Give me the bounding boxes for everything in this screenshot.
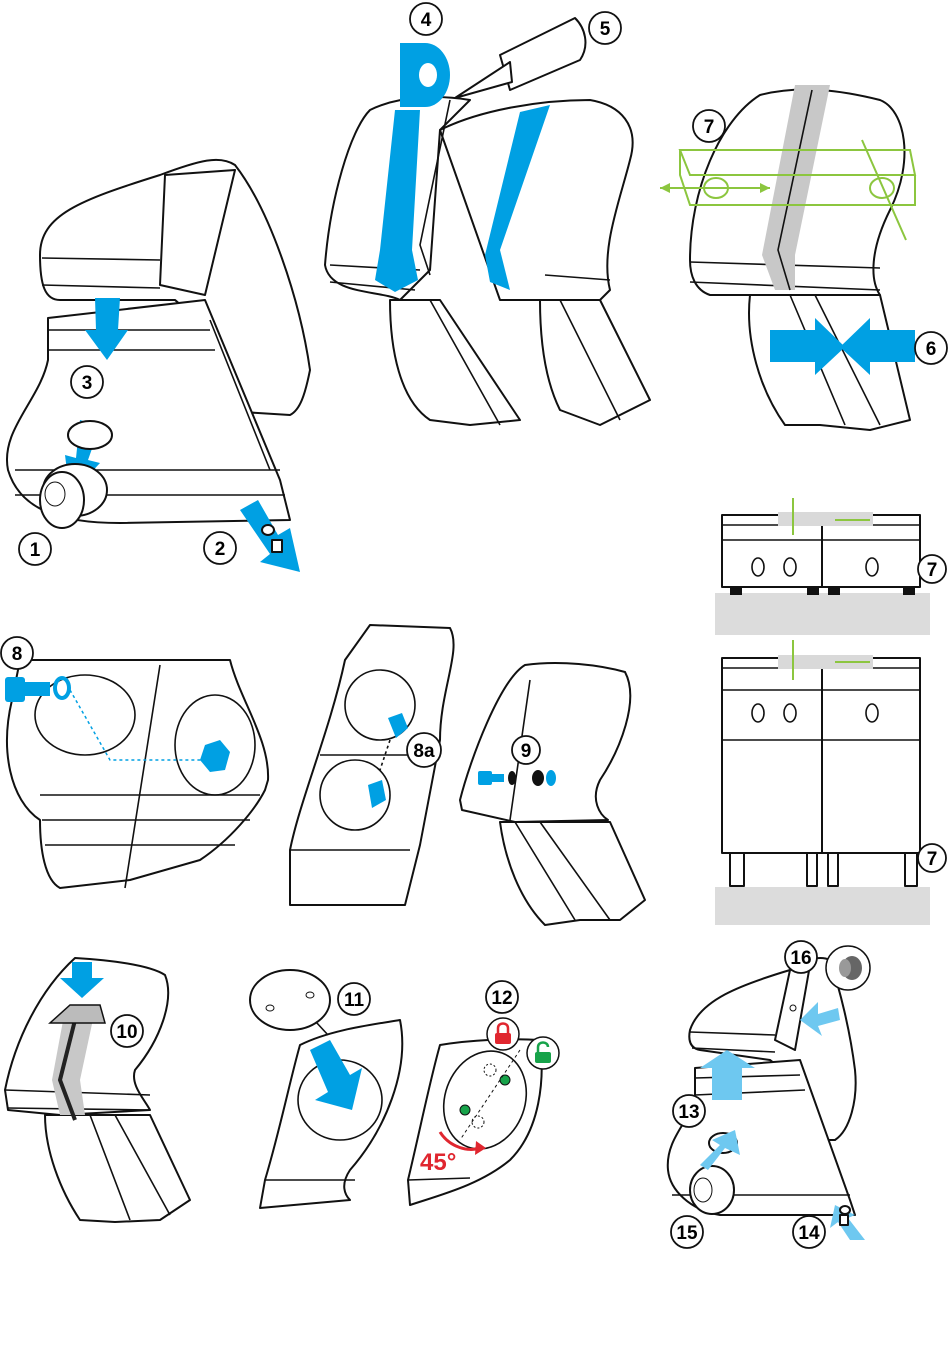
svg-text:5: 5 (600, 19, 611, 40)
svg-text:13: 13 (678, 1102, 699, 1123)
panel-step-10 (5, 958, 190, 1222)
callout-15: 15 (671, 1216, 703, 1248)
svg-text:1: 1 (30, 540, 41, 561)
svg-text:10: 10 (116, 1022, 137, 1043)
callout-8a: 8a (407, 733, 441, 767)
callout-5: 5 (589, 12, 621, 44)
svg-text:11: 11 (344, 990, 365, 1011)
callout-13: 13 (673, 1095, 705, 1127)
callout-3: 3 (71, 366, 103, 398)
lock-icon (487, 1018, 519, 1050)
washer-icon (508, 771, 516, 785)
svg-text:7: 7 (704, 117, 715, 138)
svg-text:8a: 8a (413, 741, 435, 762)
svg-text:12: 12 (491, 988, 512, 1009)
nut-icon (546, 770, 556, 786)
unlock-icon (527, 1037, 559, 1069)
svg-text:3: 3 (82, 373, 93, 394)
svg-text:7: 7 (927, 849, 938, 870)
callout-2: 2 (204, 532, 236, 564)
panel-step-11 (250, 970, 402, 1208)
plug-icon (826, 946, 870, 990)
callout-7-top: 7 (693, 110, 725, 142)
svg-text:2: 2 (215, 539, 226, 560)
callout-4: 4 (410, 3, 442, 35)
svg-text:14: 14 (798, 1223, 820, 1244)
callout-6: 6 (915, 332, 947, 364)
callout-11: 11 (338, 983, 370, 1015)
panel-step-9 (460, 663, 645, 925)
tape-roll-icon (400, 43, 450, 107)
svg-text:4: 4 (421, 10, 432, 31)
svg-text:16: 16 (790, 948, 811, 969)
svg-text:15: 15 (676, 1223, 698, 1244)
svg-text:9: 9 (521, 741, 532, 762)
sealant-gun-icon (455, 18, 585, 98)
callout-7-counter: 7 (918, 555, 946, 583)
svg-text:6: 6 (926, 339, 937, 360)
callout-8: 8 (1, 637, 33, 669)
callout-9: 9 (512, 736, 540, 764)
callout-14: 14 (793, 1216, 825, 1248)
svg-text:7: 7 (927, 560, 938, 581)
callout-7-cabinet: 7 (918, 844, 946, 872)
callout-10: 10 (111, 1015, 143, 1047)
callout-1: 1 (19, 533, 51, 565)
nut-icon (532, 770, 544, 786)
panel-step-12 (408, 1039, 542, 1205)
panel-step-13-16 (668, 958, 856, 1215)
rotation-label: 45° (420, 1149, 456, 1176)
callout-12: 12 (486, 981, 518, 1013)
screw-icon (840, 1206, 850, 1225)
panel-step-1-3 (7, 160, 310, 523)
callout-16: 16 (785, 941, 817, 973)
panel-leveling-counter (715, 498, 930, 635)
svg-text:8: 8 (12, 644, 23, 665)
panel-leveling-cabinet (715, 640, 930, 925)
